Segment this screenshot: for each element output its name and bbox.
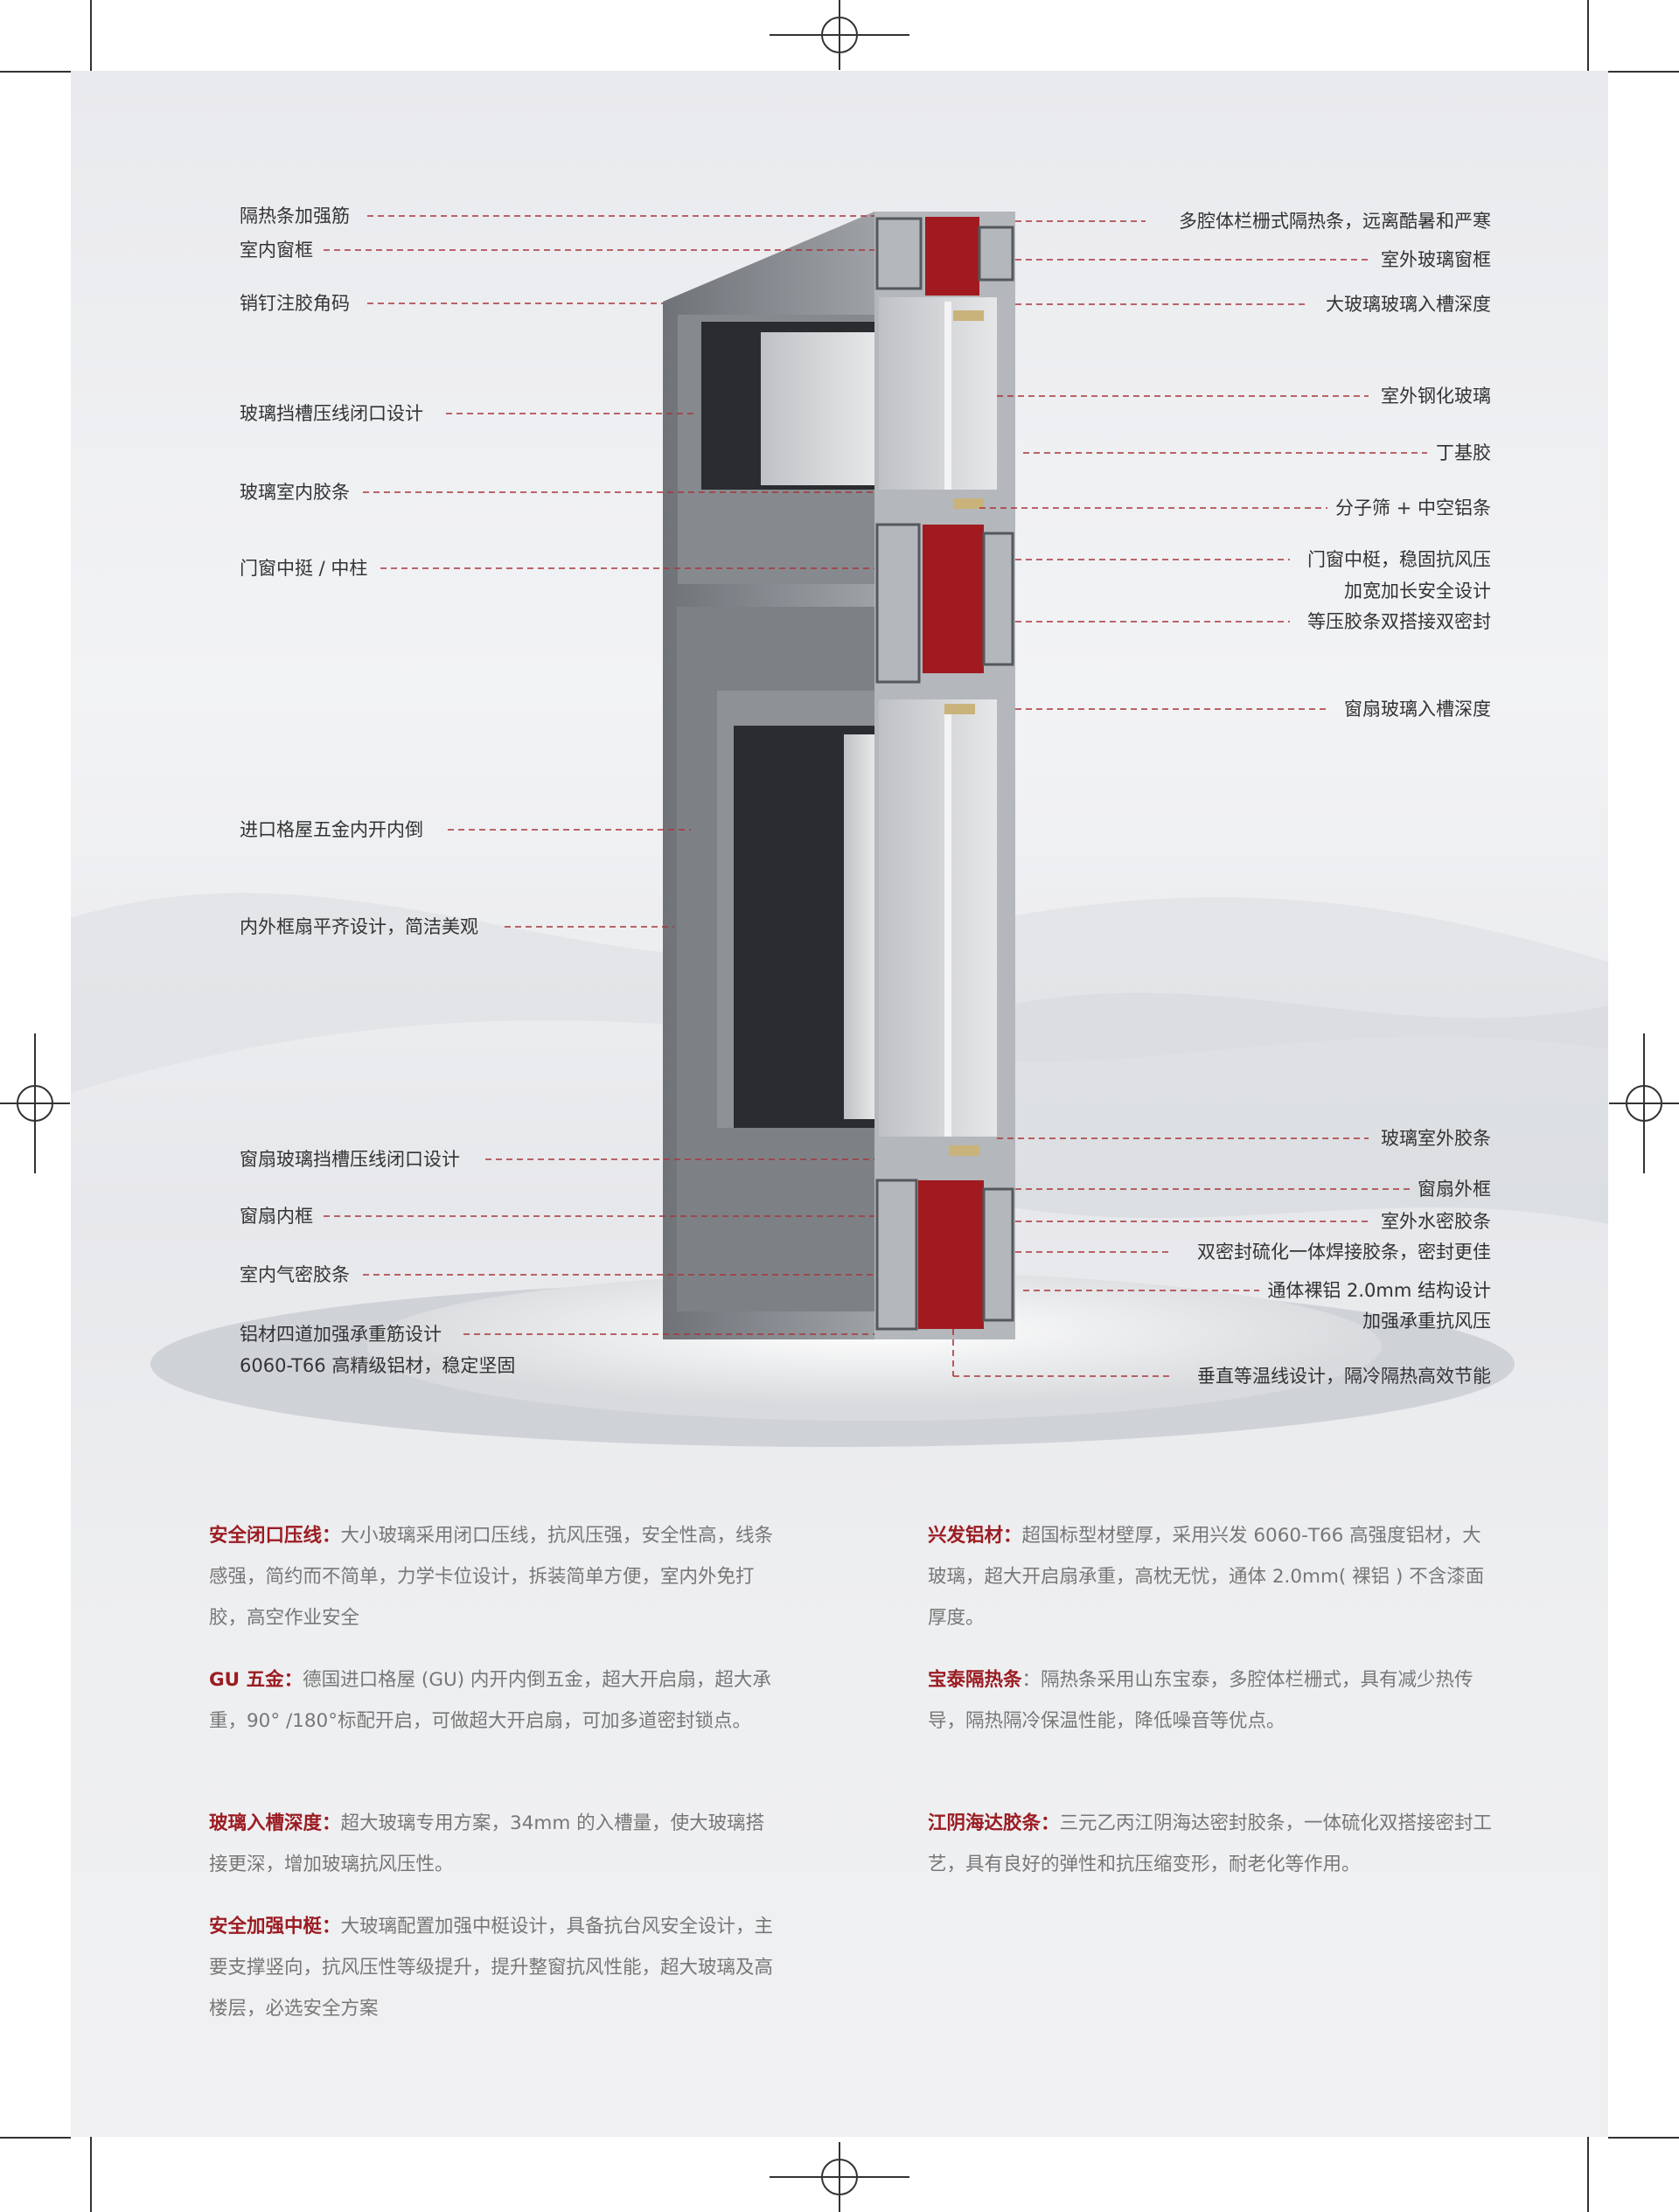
poster-page: 隔热条加强筋 室内窗框 销钉注胶角码 玻璃挡槽压线闭口设计 玻璃室内胶条 门窗中… [71,71,1608,2137]
feature-gasket: 江阴海达胶条：三元乙丙江阴海达密封胶条，一体硫化双搭接密封工艺，具有良好的弹性和… [928,1803,1496,1885]
feature-separator: ： [1021,1669,1042,1691]
feature-title: 玻璃入槽深度： [209,1812,341,1834]
feature-text: 三元乙丙江阴海达密封胶条，一体硫化双搭接密封工艺，具有良好的弹性和抗压缩变形，耐… [928,1812,1493,1875]
callout-label: 室外玻璃窗框 [1381,249,1491,270]
callout-label: 门窗中挺 / 中柱 [240,558,368,579]
feature-aluminum: 兴发铝材：超国标型材壁厚，采用兴发 6060-T66 高强度铝材，大玻璃，超大开… [928,1515,1496,1638]
callout-label: 丁基胶 [1436,442,1491,463]
feature-gu-hardware: GU 五金：德国进口格屋 (GU) 内开内倒五金，超大开启扇，超大承重，90° … [209,1659,777,1742]
feature-mullion: 安全加强中梃：大玻璃配置加强中梃设计，具备抗台风安全设计，主要支撑竖向，抗风压性… [209,1906,777,2029]
feature-title: 安全闭口压线： [209,1525,341,1547]
callout-label: 加宽加长安全设计 [1344,581,1491,602]
feature-title: 安全加强中梃： [209,1916,341,1937]
callout-label: 分子筛 + 中空铝条 [1335,497,1491,518]
callout-label: 等压胶条双搭接双密封 [1307,611,1491,632]
feature-title: 兴发铝材： [928,1525,1022,1547]
feature-text: 超大玻璃专用方案，34mm 的入槽量，使大玻璃搭接更深，增加玻璃抗风压性。 [209,1812,765,1875]
crop-mark [1587,2137,1589,2212]
crop-mark [0,71,71,73]
feature-thermal-strip: 宝泰隔热条：隔热条采用山东宝泰，多腔体栏栅式，具有减少热传导，隔热隔冷保温性能，… [928,1659,1496,1742]
callout-label: 玻璃室内胶条 [240,482,350,503]
leader-lines [324,215,1427,1377]
callout-label: 窗扇玻璃入槽深度 [1344,699,1491,720]
feature-text: 德国进口格屋 (GU) 内开内倒五金，超大开启扇，超大承重，90° /180°标… [209,1669,771,1732]
callout-label: 室内气密胶条 [240,1264,350,1285]
callout-label: 室内窗框 [240,240,313,261]
window-profile-illustration [71,212,1608,1447]
callout-label: 窗扇玻璃挡槽压线闭口设计 [240,1149,460,1170]
feature-safety-bead: 安全闭口压线：大小玻璃采用闭口压线，抗风压强，安全性高，线条感强，简约而不简单，… [209,1515,777,1638]
callout-label: 加强承重抗风压 [1362,1311,1491,1332]
feature-text: 大玻璃配置加强中梃设计，具备抗台风安全设计，主要支撑竖向，抗风压性等级提升，提升… [209,1916,774,2020]
callout-label: 铝材四道加强承重筋设计 [240,1324,442,1345]
feature-title: 宝泰隔热条 [928,1669,1022,1691]
callout-label: 窗扇外框 [1418,1179,1491,1200]
feature-title: GU 五金： [209,1669,303,1691]
crop-mark [1608,2137,1679,2139]
callout-label: 垂直等温线设计，隔冷隔热高效节能 [1197,1366,1491,1387]
crop-mark [90,2137,92,2212]
callout-label: 窗扇内框 [240,1206,313,1227]
callout-label: 多腔体栏栅式隔热条，远离酷暑和严寒 [1179,211,1491,232]
feature-text: 大小玻璃采用闭口压线，抗风压强，安全性高，线条感强，简约而不简单，力学卡位设计，… [209,1525,774,1629]
callout-label: 门窗中梃，稳固抗风压 [1307,549,1491,570]
callout-label: 室外水密胶条 [1381,1211,1491,1232]
feature-text: 超国标型材壁厚，采用兴发 6060-T66 高强度铝材，大玻璃，超大开启扇承重，… [928,1525,1485,1629]
callout-label: 6060-T66 高精级铝材，稳定坚固 [240,1355,516,1376]
callout-label: 隔热条加强筋 [240,205,350,226]
feature-title: 江阴海达胶条： [928,1812,1060,1834]
feature-glass-depth: 玻璃入槽深度：超大玻璃专用方案，34mm 的入槽量，使大玻璃搭接更深，增加玻璃抗… [209,1803,777,1885]
crop-mark [90,0,92,71]
callout-label: 室外钢化玻璃 [1381,386,1491,407]
callout-label: 通体裸铝 2.0mm 结构设计 [1267,1280,1491,1301]
callout-label: 内外框扇平齐设计，简洁美观 [240,916,478,937]
callout-label: 销钉注胶角码 [240,293,350,314]
crop-mark [0,2137,71,2139]
callout-label: 双密封硫化一体焊接胶条，密封更佳 [1197,1242,1491,1263]
callout-label: 玻璃挡槽压线闭口设计 [240,403,423,424]
callout-label: 玻璃室外胶条 [1381,1128,1491,1149]
feature-text: 隔热条采用山东宝泰，多腔体栏栅式，具有减少热传导，隔热隔冷保温性能，降低噪音等优… [928,1669,1473,1732]
crop-mark [1608,71,1679,73]
callout-label: 进口格屋五金内开内倒 [240,819,423,840]
callout-label: 大玻璃玻璃入槽深度 [1326,294,1491,315]
crop-mark [1587,0,1589,71]
